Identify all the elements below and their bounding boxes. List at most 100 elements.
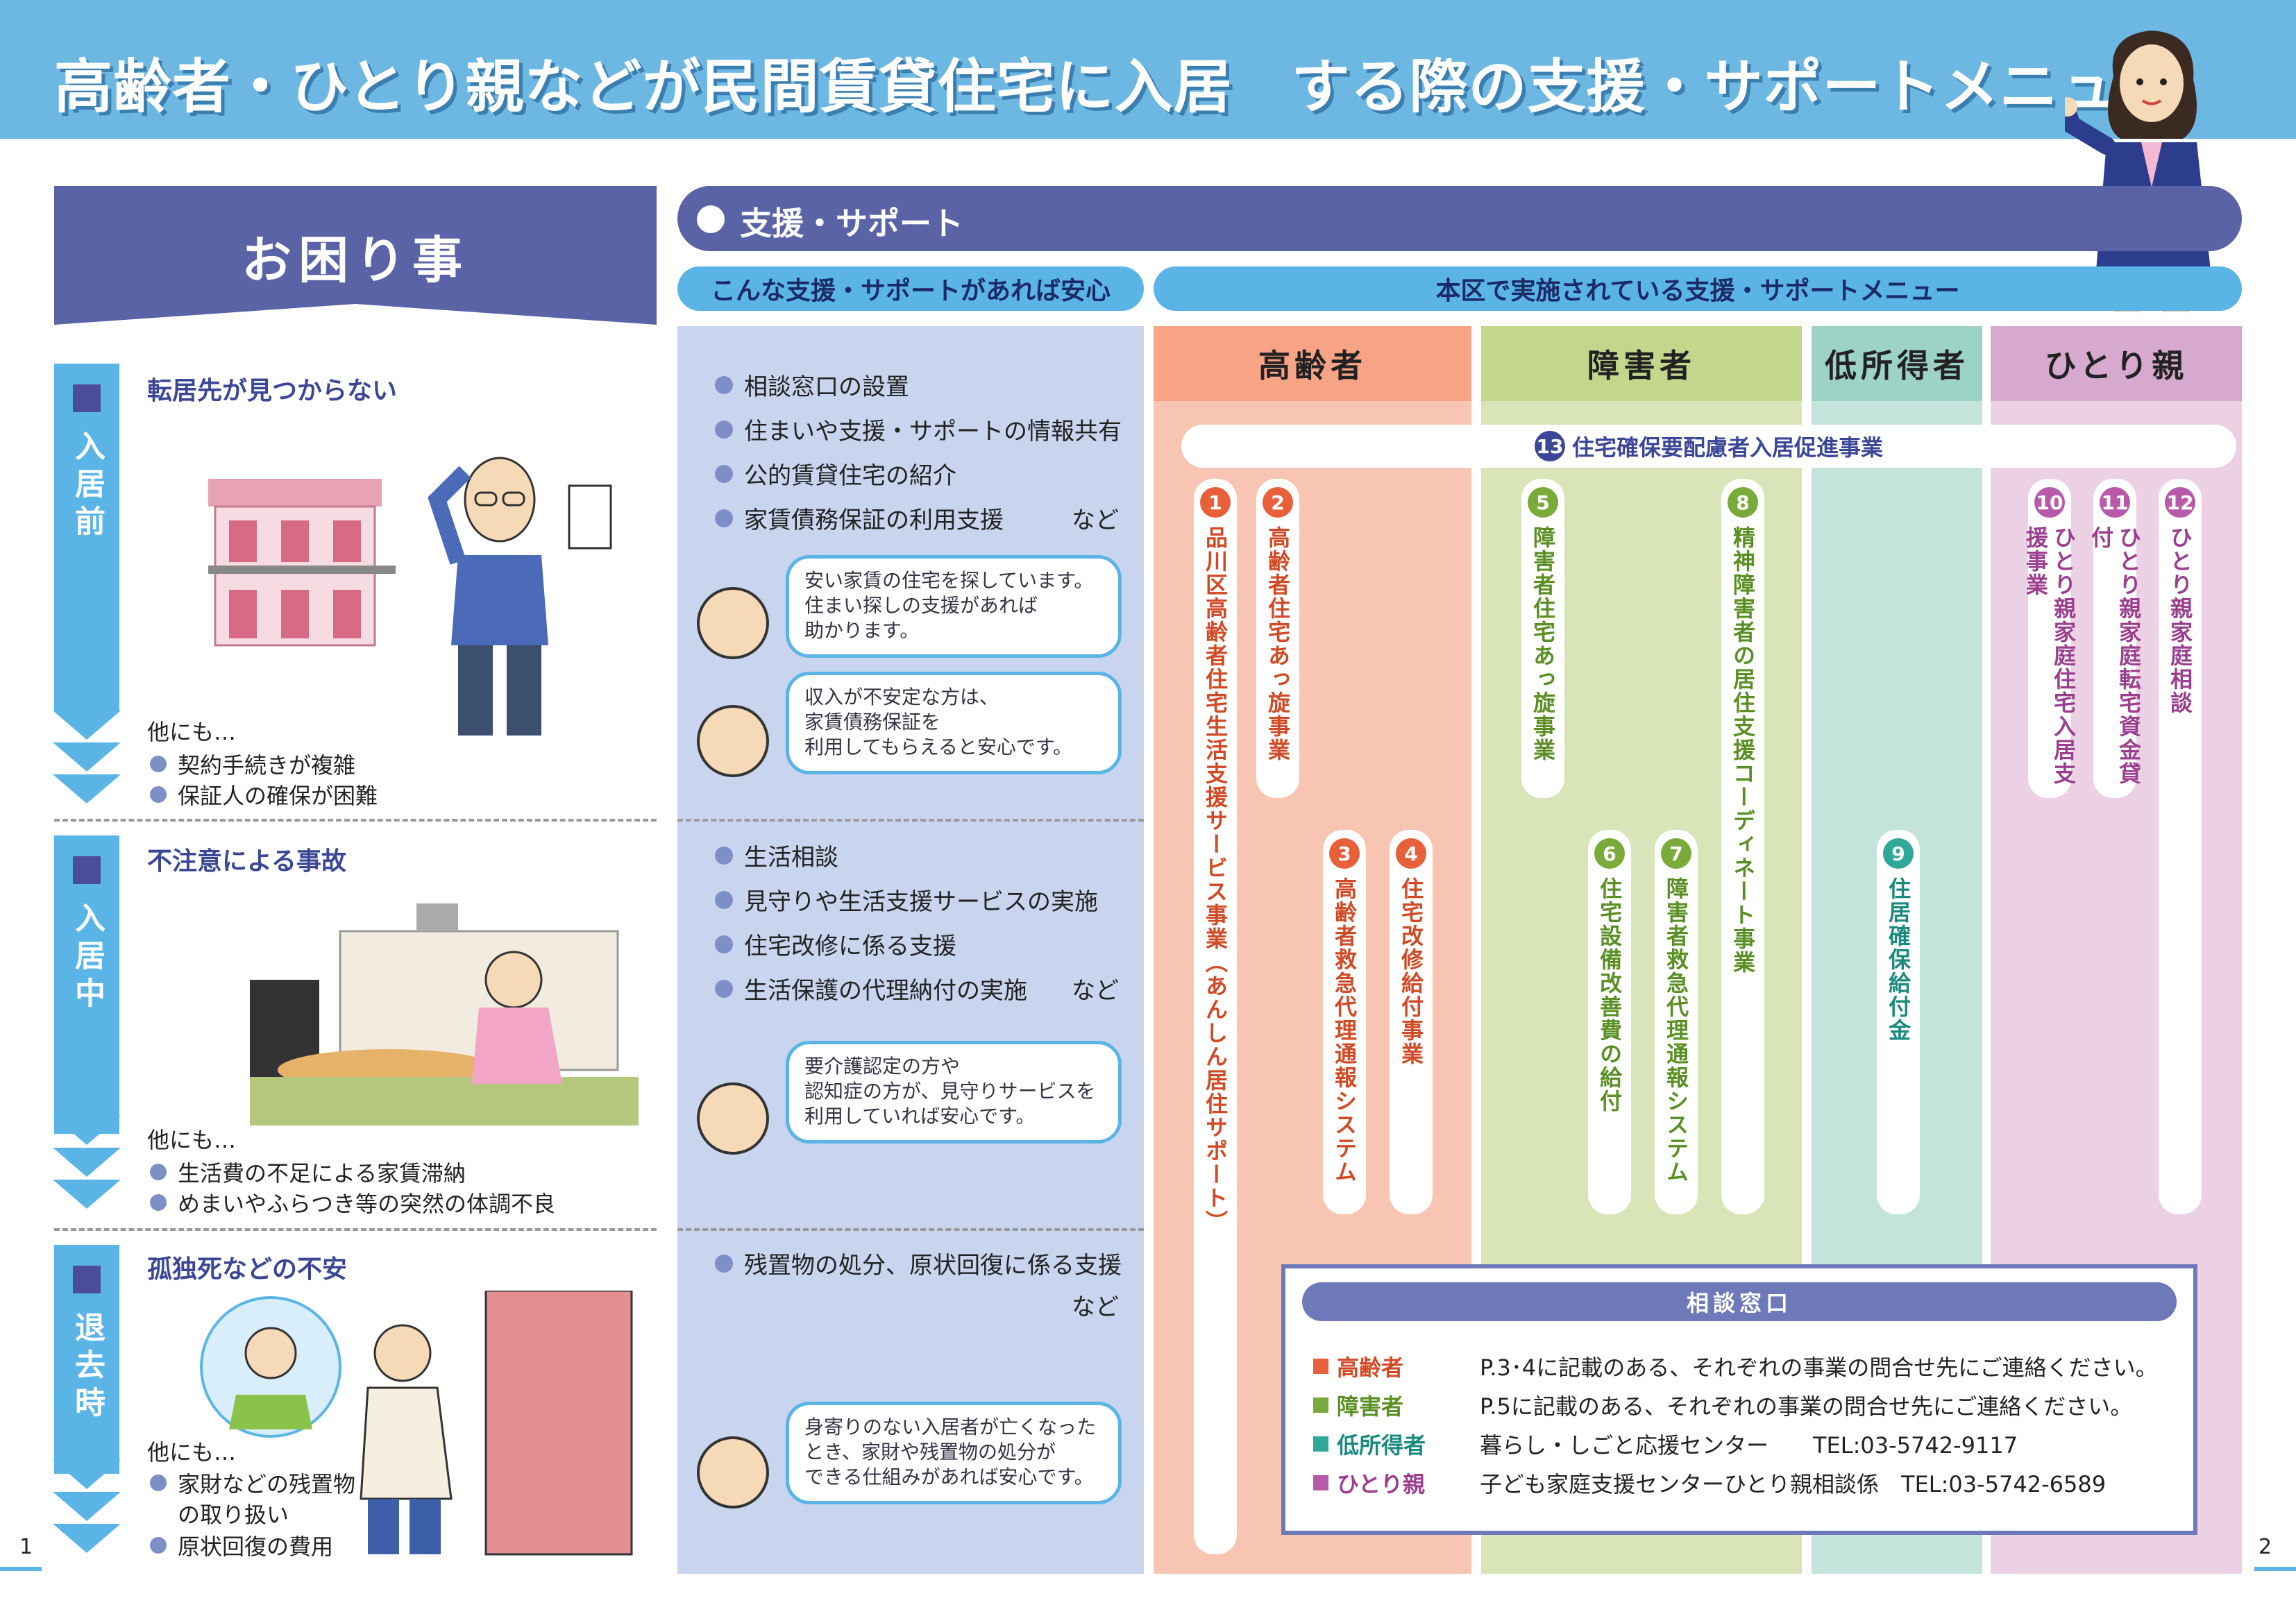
confused-man-illustration (428, 457, 612, 736)
others-label: 他にも… (147, 1439, 237, 1465)
program-11: 11 ひとり親家庭転宅資金貸付 (2088, 479, 2142, 798)
header-band (0, 0, 2296, 139)
stage-arrow (53, 1524, 121, 1553)
etc-label: など (1072, 977, 1119, 1005)
contact-key: 低所得者 (1337, 1432, 1426, 1459)
program-label: 品川区高齢者住宅生活支援サービス事業（あんしん居住サポート） (1202, 526, 1229, 1234)
stage-marker (73, 1266, 101, 1293)
need-item: 見守りや生活支援サービスの実施 (715, 883, 1098, 917)
kitchen-accident-illustration (250, 876, 639, 1125)
low-income-column-header: 低所得者 (1812, 326, 1982, 401)
program-label: 精神障害者の居住支援コーディネート事業 (1730, 526, 1756, 974)
stage-during-tenancy: 入居中 (54, 835, 119, 1134)
problem-item: 原状回復の費用 (150, 1529, 333, 1561)
elderly-man-face-icon (697, 705, 769, 777)
needs-subheader: こんな支援・サポートがあれば安心 (677, 266, 1144, 311)
program-number: 9 (1883, 838, 1914, 869)
program-7: 7 障害者救急代理通報システム (1655, 830, 1698, 1214)
contact-value: 暮らし・しごと応援センター TEL:03-5742-9117 (1480, 1432, 2018, 1459)
stage-marker (73, 384, 101, 412)
problems-header: お困り事 (54, 186, 657, 325)
problem-item-continued: の取り扱い (178, 1502, 289, 1528)
stage-before-move-in: 入居前 (54, 364, 119, 711)
program-6: 6 住宅設備改善費の給付 (1588, 830, 1631, 1214)
speech-bubble: 安い家賃の住宅を探しています。 住まい探しの支援があれば 助かります。 (786, 555, 1122, 658)
page-title: 高齢者・ひとり親などが民間賃貸住宅に入居 する際の支援・サポートメニュー (54, 53, 2177, 121)
contact-key: 障害者 (1337, 1393, 1404, 1420)
speech-bubble: 収入が不安定な方は、 家賃債務保証を 利用してもらえると安心です。 (786, 672, 1122, 774)
program-2: 2 高齢者住宅あっ旋事業 (1256, 479, 1299, 798)
support-header-label: 支援・サポート (740, 205, 963, 242)
square-marker-icon (1313, 1436, 1328, 1452)
single-parent-column-header: ひとり親 (1991, 326, 2242, 401)
program-number: 7 (1661, 838, 1691, 869)
contact-value: P.3･4に記載のある、それぞれの事業の問合せ先にご連絡ください。 (1480, 1354, 2158, 1381)
menu-subheader: 本区で実施されている支援・サポートメニュー (1154, 266, 2242, 311)
need-item: 公的賃貸住宅の紹介 (715, 457, 956, 491)
contact-value: P.5に記載のある、それぞれの事業の問合せ先にご連絡ください。 (1480, 1393, 2133, 1420)
footer-line (2254, 1567, 2296, 1571)
elderly-woman-face-icon (697, 587, 769, 659)
problem-title: 転居先が見つからない (147, 377, 398, 405)
program-3: 3 高齢者救急代理通報システム (1323, 830, 1366, 1214)
apartment-illustration (208, 479, 396, 647)
footer-line (0, 1567, 42, 1571)
speech-bubble: 要介護認定の方や 認知症の方が、見守りサービスを 利用していれば安心です。 (786, 1041, 1122, 1144)
need-item: 生活保護の代理納付の実施 (715, 971, 1027, 1005)
page-number-left: 1 (19, 1535, 33, 1559)
need-item: 生活相談 (715, 838, 838, 872)
etc-label: など (1072, 1293, 1119, 1321)
program-number: 12 (2165, 487, 2195, 518)
stage-arrow (53, 742, 121, 772)
stage-label: 入居中 (69, 902, 105, 1014)
contact-key: 高齢者 (1337, 1354, 1404, 1381)
stage-marker (73, 856, 101, 884)
square-marker-icon (1313, 1359, 1328, 1374)
etc-label: など (1072, 507, 1119, 534)
problem-title: 孤独死などの不安 (147, 1255, 348, 1284)
program-number: 1 (1200, 487, 1231, 518)
stage-label: 退去時 (69, 1311, 105, 1424)
elderly-column-header: 高齢者 (1154, 326, 1471, 401)
problem-item: 契約手続きが複雑 (150, 748, 355, 780)
program-number: 6 (1594, 838, 1625, 869)
program-number: 11 (2100, 487, 2130, 518)
program-number: 4 (1396, 838, 1426, 869)
need-item: 残置物の処分、原状回復に係る支援 (715, 1246, 1122, 1280)
contact-row-elderly: 高齢者 P.3･4に記載のある、それぞれの事業の問合せ先にご連絡ください。 (1313, 1350, 2158, 1382)
door-worry-illustration (200, 1291, 633, 1556)
program-label: 障害者救急代理通報システム (1663, 877, 1689, 1184)
page-number-right: 2 (2259, 1535, 2272, 1559)
support-header-bar: 支援・サポート (677, 186, 2242, 251)
program-number: 10 (2034, 487, 2065, 518)
stage-arrow (53, 1492, 121, 1521)
program-label: 住居確保給付金 (1885, 877, 1911, 1042)
contact-key: ひとり親 (1337, 1471, 1426, 1497)
divider (54, 819, 657, 822)
stage-move-out: 退去時 (54, 1245, 119, 1474)
others-label: 他にも… (147, 719, 237, 745)
program-1: 1 品川区高齢者住宅生活支援サービス事業（あんしん居住サポート） (1194, 479, 1237, 1554)
divider (677, 1228, 1144, 1231)
others-label: 他にも… (147, 1127, 237, 1153)
program-number: 3 (1329, 838, 1360, 869)
need-item: 住まいや支援・サポートの情報共有 (715, 412, 1122, 446)
contact-value: 子ども家庭支援センターひとり親相談係 TEL:03-5742-6589 (1480, 1471, 2107, 1497)
stage-arrow (53, 1460, 121, 1489)
divider (54, 1228, 657, 1231)
program-13-band: 13 住宅確保要配慮者入居促進事業 (1181, 425, 2236, 468)
program-label: 高齢者救急代理通報システム (1331, 877, 1358, 1184)
program-label: ひとり親家庭住宅入居支援事業 (2023, 526, 2077, 785)
problem-title: 不注意による事故 (147, 847, 346, 876)
square-marker-icon (1313, 1397, 1328, 1413)
speech-bubble: 身寄りのない入居者が亡くなった とき、家財や残置物の処分が できる仕組みがあれば… (786, 1402, 1122, 1504)
program-label: 住宅確保要配慮者入居促進事業 (1571, 434, 1883, 461)
contact-box: 相談窓口 高齢者 P.3･4に記載のある、それぞれの事業の問合せ先にご連絡くださ… (1281, 1264, 2197, 1535)
contact-title: 相談窓口 (1302, 1282, 2177, 1321)
program-label: ひとり親家庭転宅資金貸付 (2088, 526, 2142, 785)
contact-row-single-parent: ひとり親 子ども家庭支援センターひとり親相談係 TEL:03-5742-6589 (1313, 1467, 2106, 1499)
divider (677, 819, 1144, 822)
program-8: 8 精神障害者の居住支援コーディネート事業 (1721, 479, 1764, 1214)
problem-item: 生活費の不足による家賃滞納 (150, 1156, 466, 1188)
bullet-icon (697, 205, 725, 233)
